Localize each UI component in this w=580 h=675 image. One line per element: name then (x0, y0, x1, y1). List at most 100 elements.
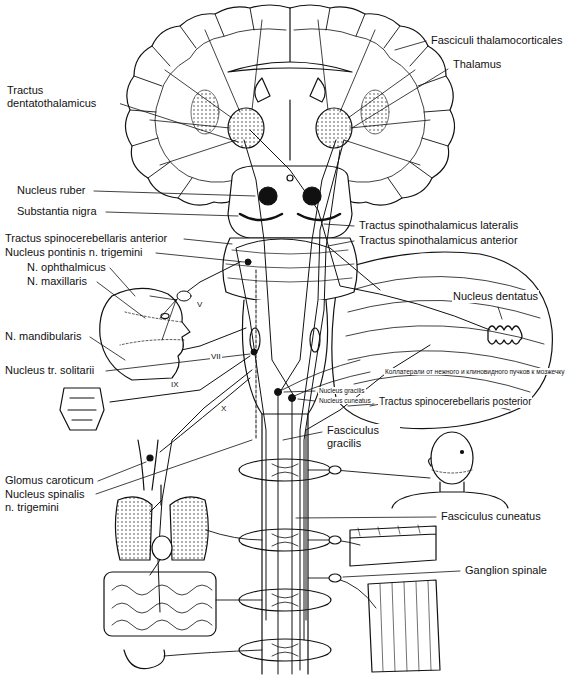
leader-line (90, 337, 125, 360)
cerebrum-section (289, 100, 290, 160)
peripheral-body (392, 482, 508, 508)
viscera (138, 440, 158, 490)
viscera (160, 485, 161, 505)
spinal-cord (272, 464, 298, 656)
nerve-tract (245, 259, 251, 265)
cerebrum-section (130, 8, 254, 198)
cerebrum-section (155, 29, 286, 182)
leader-line (110, 268, 135, 296)
roman-numeral: IX (170, 380, 180, 389)
peripheral-body (368, 580, 440, 672)
leader-line (98, 462, 146, 481)
cerebrum-section (228, 108, 264, 148)
head-profile (120, 312, 184, 345)
nerve-label: N. mandibularis (4, 330, 82, 343)
peripheral-body (431, 432, 473, 484)
peripheral-body (329, 536, 341, 544)
viscera (104, 572, 216, 636)
viscera (170, 497, 208, 560)
nerve-tract (300, 140, 344, 670)
note-label: Коллатерали от нежного и клиновидного пу… (384, 368, 572, 375)
leader-line (284, 391, 315, 392)
leader-line (97, 282, 145, 318)
structure-label: Nucleus gracilis (318, 387, 366, 394)
cerebrum-section (289, 8, 290, 62)
cranial-nerve (160, 378, 250, 452)
leader-line (343, 571, 460, 577)
leader-line (90, 41, 502, 577)
roman-numeral: V (196, 300, 203, 309)
leader-line (184, 239, 232, 244)
brainstem (228, 166, 352, 238)
tract-label: Fasciculus cuneatus (440, 510, 542, 523)
cerebrum-section (125, 5, 454, 205)
leader-line (352, 69, 448, 128)
peripheral-body (358, 525, 420, 536)
viscera (124, 650, 165, 669)
nerve-tract (306, 345, 430, 620)
spinal-cord (262, 414, 308, 674)
leader-line (324, 224, 354, 226)
tract-label: Fasciculi thalamocorticales (430, 34, 563, 47)
viscera (115, 497, 152, 560)
cerebrum-section (191, 90, 219, 134)
structure-label: Nucleus cuneatus (318, 397, 372, 404)
tract-label: Tractus spinocerebellaris posterior (378, 396, 532, 408)
nerve-label: N. ophthalmicus (26, 261, 107, 274)
tract-label: Tractus spinothalamicus lateralis (358, 219, 519, 232)
peripheral-body (461, 451, 464, 454)
structure-label: Substantia nigra (16, 205, 98, 218)
peripheral-body (308, 470, 430, 478)
viscera (152, 536, 172, 560)
viscera (60, 388, 104, 430)
viscera (147, 455, 153, 461)
head-profile (150, 296, 176, 340)
leader-line (283, 432, 322, 440)
structure-label: Thalamus (452, 58, 502, 71)
brainstem (240, 214, 340, 220)
structure-label: Nucleus pontinis n. trigemini (4, 246, 144, 259)
leader-line (298, 399, 315, 401)
nerve-tract (244, 140, 336, 396)
structure-label: Nucleus ruber (16, 184, 86, 197)
leader-line (106, 354, 250, 371)
brainstem (259, 187, 277, 205)
cerebrum-section (228, 62, 352, 72)
leader-line (498, 307, 502, 319)
peripheral-body (429, 458, 432, 466)
tract-label: Tractus dentatothalamicus (6, 84, 120, 109)
roman-numeral: X (220, 404, 227, 413)
peripheral-body (329, 574, 341, 582)
cerebellum (488, 326, 522, 344)
leader-line (395, 41, 426, 50)
tract-label: Tractus spinothalamicus anterior (358, 234, 519, 247)
structure-label: Glomus caroticum (4, 474, 95, 487)
brainstem (226, 250, 354, 282)
viscera (164, 530, 262, 656)
nerve-label: N. maxillaris (26, 275, 88, 288)
tract-label: Tractus spinocerebellaris anterior (4, 232, 168, 245)
peripheral-body (380, 581, 431, 671)
cerebrum-section (255, 78, 325, 102)
peripheral-body (308, 432, 508, 672)
nerve-tract (278, 396, 292, 674)
leader-line (106, 212, 238, 216)
roman-numeral: VII (210, 352, 222, 361)
peripheral-body (432, 470, 472, 473)
viscera (60, 388, 262, 669)
anatomy-illustration (60, 5, 552, 674)
leader-line (96, 440, 252, 494)
peripheral-body (329, 466, 341, 474)
brainstem (287, 175, 293, 181)
spinal-cord (239, 414, 331, 674)
brainstem (223, 238, 357, 302)
nerve-tract (251, 349, 257, 355)
cerebrum-section (316, 108, 352, 148)
leader-line (94, 191, 255, 196)
cranial-nerve (177, 291, 191, 301)
structure-label: Nucleus dentatus (452, 290, 539, 303)
structure-label: Ganglion spinale (464, 564, 548, 577)
cranial-nerve (150, 370, 252, 612)
peripheral-body (308, 578, 376, 608)
